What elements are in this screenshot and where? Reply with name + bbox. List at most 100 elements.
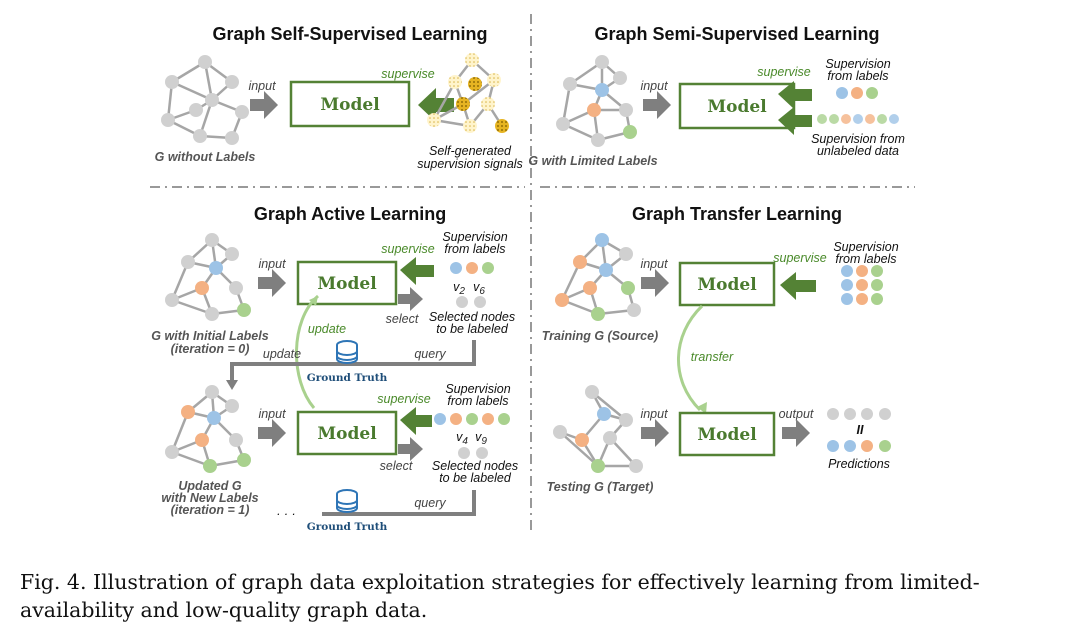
panel-title: Graph Transfer Learning <box>632 204 842 224</box>
supervise-label: supervise <box>381 242 435 256</box>
input-label: input <box>248 79 276 93</box>
input-label-2: input <box>640 407 668 421</box>
supervise-arrow-unlabeled <box>778 107 812 135</box>
query-path-head <box>226 380 238 390</box>
selected-text-1: Selected nodes <box>429 310 515 324</box>
model-box <box>289 80 411 128</box>
panel-self-supervised: Graph Self-Supervised Learning G without… <box>155 24 523 171</box>
model-label: Model <box>707 97 767 117</box>
selected-nodes: v2 v6 <box>453 280 486 308</box>
input-arrow-2 <box>641 419 669 447</box>
supervise-arrow <box>780 272 816 300</box>
graph-label: G with Limited Labels <box>528 154 657 168</box>
update-vertical-label: update <box>308 322 346 336</box>
query-path-2 <box>322 490 476 516</box>
supervise-arrow <box>400 257 434 285</box>
query-path <box>230 340 476 384</box>
model-label-2: Model <box>317 424 377 444</box>
graph2-label-1: Updated G <box>178 479 241 493</box>
graph-label-2: (iteration = 0) <box>171 342 250 356</box>
labels-text-2: from labels <box>444 242 505 256</box>
labels-text-2: from labels <box>835 252 896 266</box>
graph-nodes <box>555 233 641 321</box>
labels2-text-1: Supervision <box>445 382 510 396</box>
supervise-label-2: supervise <box>377 392 431 406</box>
model-label-2: Model <box>697 425 757 445</box>
select-label: select <box>386 312 419 326</box>
equals-sign: II <box>857 423 864 437</box>
signals-label-1: Self-generated <box>429 144 512 158</box>
query-label-1: query <box>414 347 446 361</box>
label-dots <box>836 87 878 99</box>
output-arrow <box>782 419 810 447</box>
supervise-arrow-2 <box>400 407 432 435</box>
node-v4: v4 <box>456 430 468 447</box>
update-horizontal-label: update <box>263 347 301 361</box>
unlabeled-text-2: unlabeled data <box>817 144 899 158</box>
model-label: Model <box>697 275 757 295</box>
target-graph <box>559 391 637 468</box>
node-v6: v6 <box>473 280 485 297</box>
panel-title: Graph Semi-Supervised Learning <box>594 24 879 44</box>
ground-truth-label-1: Ground Truth <box>307 372 388 384</box>
supervise-arrow <box>418 88 454 122</box>
model-box <box>296 260 398 306</box>
panel-title: Graph Self-Supervised Learning <box>212 24 487 44</box>
input-label: input <box>640 79 668 93</box>
model-box <box>678 261 776 307</box>
source-label: Training G (Source) <box>542 329 658 343</box>
transfer-curve <box>677 304 704 412</box>
select-label-2: select <box>380 459 413 473</box>
graph2-label-3: (iteration = 1) <box>171 503 250 517</box>
figure-caption: Fig. 4. Illustration of graph data explo… <box>20 570 980 622</box>
node-v9: v9 <box>475 430 487 447</box>
update-curve-head <box>309 296 318 306</box>
label-dots-grid <box>841 265 883 305</box>
input-label: input <box>640 257 668 271</box>
model-box-2 <box>296 410 398 456</box>
selected-text-2: to be labeled <box>436 322 509 336</box>
panel-transfer-learning: Graph Transfer Learning Training G (Sour… <box>542 204 899 494</box>
model-box-2 <box>678 411 776 457</box>
self-generated-graph <box>432 59 504 128</box>
ground-truth-label-2: Ground Truth <box>307 521 388 533</box>
model-label: Model <box>320 95 380 115</box>
select-arrow <box>398 287 423 311</box>
supervise-label: supervise <box>381 67 435 81</box>
update-curve <box>295 294 320 409</box>
label-dots <box>450 262 494 274</box>
labels2-text-2: from labels <box>447 394 508 408</box>
prediction-input-row <box>827 408 891 420</box>
selected2-text-1: Selected nodes <box>432 459 518 473</box>
supervise-label: supervise <box>773 251 827 265</box>
self-generated-nodes <box>427 53 509 133</box>
label-dots-2 <box>434 413 510 425</box>
panel-title: Graph Active Learning <box>254 204 446 224</box>
input-arrow <box>250 91 278 119</box>
input-arrow <box>643 91 671 119</box>
ellipsis: · · · <box>276 507 295 521</box>
labels-text-2: from labels <box>827 69 888 83</box>
input-label: input <box>258 257 286 271</box>
unlabeled-text-1: Supervision from <box>811 132 905 146</box>
select-arrow-2 <box>398 437 423 461</box>
unlabeled-dots <box>817 114 899 124</box>
output-label: output <box>779 407 814 421</box>
input-label-2: input <box>258 407 286 421</box>
graph-nodes <box>161 55 249 145</box>
selected2-text-2: to be labeled <box>439 471 512 485</box>
diagram-canvas: Graph Self-Supervised Learning G without… <box>150 14 915 533</box>
prediction-output-row <box>827 440 891 452</box>
query-label-2: query <box>414 496 446 510</box>
selected-nodes-2: v4 v9 <box>456 430 488 459</box>
graph-label-1: G with Initial Labels <box>151 329 268 343</box>
labels-text-1: Supervision <box>825 57 890 71</box>
node-v2: v2 <box>453 280 465 297</box>
graph-label: G without Labels <box>155 150 256 164</box>
input-arrow <box>258 269 286 297</box>
supervise-label: supervise <box>757 65 811 79</box>
panel-active-learning: Graph Active Learning G with Initial Lab… <box>151 204 518 533</box>
supervise-arrow-labels <box>778 81 812 109</box>
ground-truth-db-2 <box>336 489 358 513</box>
